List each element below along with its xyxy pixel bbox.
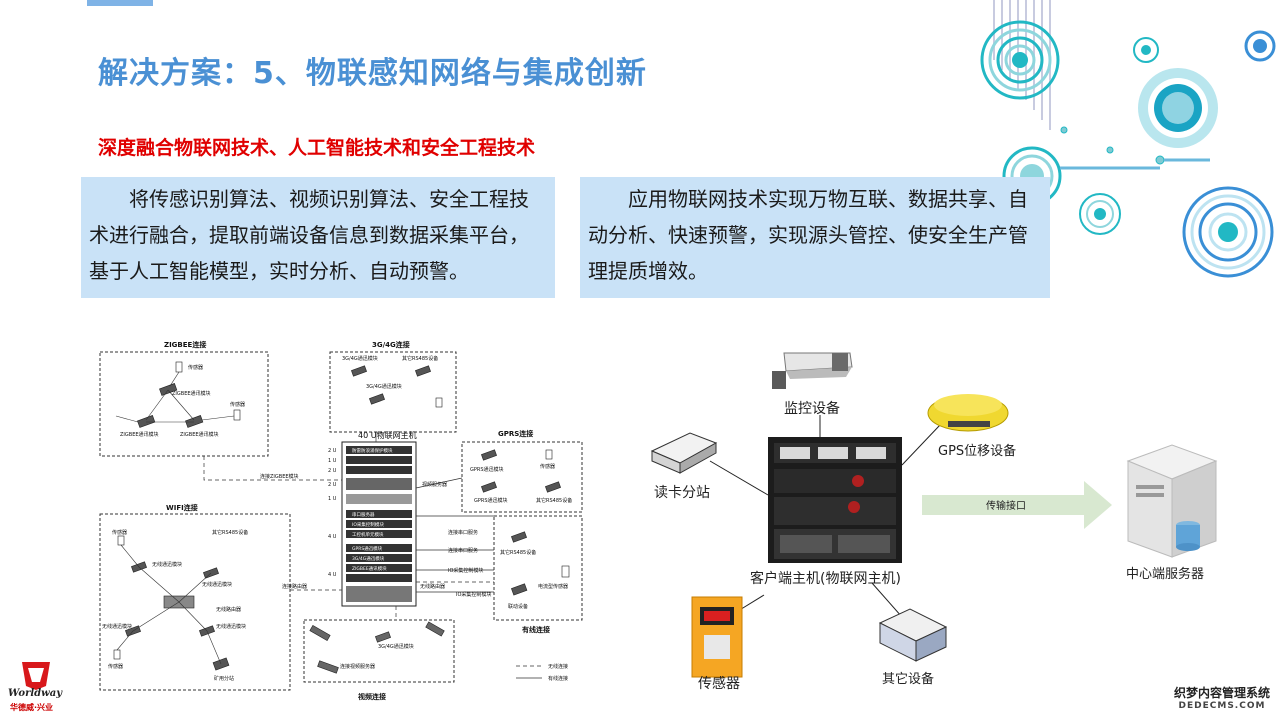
wifi-sensor-label-b: 传感器 [108, 663, 123, 670]
g34-module-label: 3G/4G通迅模块 [342, 355, 378, 362]
gprs-sensor-label: 传感器 [540, 463, 555, 470]
other-device-icon [878, 608, 948, 662]
wired-linkage-label: 联动设备 [508, 603, 528, 610]
rack-item-3: IO采集控制模块 [352, 521, 384, 528]
text-box-left: 将传感识别算法、视频识别算法、安全工程技术进行融合，提取前端设备信息到数据采集平… [81, 177, 555, 298]
network-topology-diagram: ZIGBEE连接 WIFI连接 3G/4G连接 GPRS连接 有线连接 视频连接… [99, 340, 583, 701]
server-label: 中心端服务器 [1126, 566, 1204, 582]
link-serial-label-a: 连接串口服务 [448, 529, 478, 536]
sensor-icon [691, 596, 743, 678]
card-reader-icon [650, 432, 718, 474]
wired-other-label: 其它RS485设备 [500, 549, 536, 556]
link-io-label-b: IO采集控制模块 [456, 591, 491, 598]
link-serial-label-b: 连接串口服务 [448, 547, 478, 554]
client-host-rack [768, 437, 902, 563]
wifi-group-label: WIFI连接 [166, 503, 198, 512]
transfer-arrow [922, 481, 1112, 529]
gprs-other-label: 其它RS485设备 [536, 497, 572, 504]
unit-label-3: 2 U [328, 468, 337, 474]
g34-other-label: 其它RS485设备 [402, 355, 438, 362]
gps-device-icon [927, 394, 1009, 432]
watermark-line1: 织梦内容管理系统 [1173, 686, 1270, 700]
gps-label: GPS位移设备 [938, 443, 1016, 459]
page-title: 解决方案：5、物联感知网络与集成创新 [98, 56, 647, 91]
transfer-label: 传输接口 [986, 499, 1026, 512]
rack-item-6: 3G/4G通迅模块 [352, 555, 385, 562]
gprs-module-label-b: GPRS通迅模块 [474, 497, 508, 504]
wired-group-label: 有线连接 [522, 625, 550, 634]
g34-module-label-b: 3G/4G通迅模块 [366, 383, 402, 390]
host-label: 40 U物联网主机 [358, 430, 417, 440]
rack-item-5: GPRS通迅模块 [352, 545, 383, 552]
link-router-label: 无线路由器 [420, 583, 445, 590]
wired-current-label: 电流型传感器 [538, 583, 568, 590]
other-device-label: 其它设备 [882, 671, 934, 687]
video-server2-label: 连接视频服务器 [340, 663, 375, 670]
zigbee-sensor-label-b: 传感器 [230, 401, 245, 408]
wifi-module-label-a: 无线通迅模块 [152, 561, 182, 568]
wifi-module-label-b: 无线通迅模块 [202, 581, 232, 588]
unit-label-7: 4 U [328, 572, 337, 578]
zigbee-module-label-c: ZIGBEE通讯模块 [180, 431, 219, 438]
watermark: 织梦内容管理系统 DEDECMS.COM [1168, 684, 1276, 716]
video-server-label: 视频服务器 [422, 481, 447, 488]
link-zigbee-label: 连接ZIGBEE模块 [260, 473, 299, 480]
wifi-module-label-d: 无线通迅模块 [216, 623, 246, 630]
card-reader-label: 读卡分站 [654, 484, 710, 501]
unit-label-6: 4 U [328, 534, 337, 540]
legend-wireless: 无线连接 [548, 663, 568, 670]
system-architecture-diagram: 监控设备 GPS位移设备 读卡分站 客户端主机(物联网主机) 传输接口 [650, 352, 1218, 692]
logo-text-cn: 华德威·兴业 [10, 703, 54, 712]
wifi-module-label-c: 无线通迅模块 [102, 623, 132, 630]
zigbee-group-label: ZIGBEE连接 [164, 340, 206, 349]
sensor-label: 传感器 [698, 675, 740, 692]
unit-label-1: 2 U [328, 448, 337, 454]
logo-text-en: Worldway [8, 688, 63, 699]
link-io-label-a: IO采集控制模块 [448, 567, 483, 574]
video-module-label: 3G/4G通迅模块 [378, 643, 414, 650]
rack-item-7: ZIGBEE通讯模块 [352, 565, 387, 572]
rack-item-1: 防雷防浪涌保护模块 [352, 447, 393, 454]
wifi-sensor-label: 传感器 [112, 529, 127, 536]
link-wifi-label: 连接路由器 [282, 583, 307, 590]
g34-group-label: 3G/4G连接 [372, 340, 410, 349]
zigbee-sensor-label: 传感器 [188, 364, 203, 371]
rack-item-4: 工控机单元模块 [352, 531, 384, 538]
text-box-right: 应用物联网技术实现万物互联、数据共享、自动分析、快速预警，实现源头管控、使安全生… [580, 177, 1050, 298]
legend-wired: 有线连接 [548, 675, 568, 682]
logo-emblem [22, 662, 50, 690]
gprs-module-label: GPRS通迅模块 [470, 466, 504, 473]
unit-label-5: 1 U [328, 496, 337, 502]
client-host-label: 客户端主机(物联网主机) [750, 570, 901, 587]
page-subtitle: 深度融合物联网技术、人工智能技术和安全工程技术 [98, 137, 536, 159]
unit-label-2: 1 U [328, 458, 337, 464]
wifi-reader-label: 矿用分站 [214, 675, 234, 682]
server-icon [1126, 444, 1218, 558]
zigbee-module-label-a: ZIGBEE通讯模块 [172, 390, 211, 397]
video-group-label: 视频连接 [358, 692, 386, 701]
company-logo: Worldway 华德威·兴业 [8, 660, 68, 716]
unit-label-4: 2 U [328, 482, 337, 488]
wifi-other-label: 其它RS485设备 [212, 529, 248, 536]
top-accent-bar [87, 0, 153, 6]
decorative-circles [980, 0, 1276, 278]
camera-icon [772, 352, 853, 389]
wifi-router-label: 无线路由器 [216, 606, 241, 613]
gprs-group-label: GPRS连接 [498, 429, 533, 438]
watermark-line2: DEDECMS.COM [1178, 701, 1266, 711]
zigbee-module-label-b: ZIGBEE通讯模块 [120, 431, 159, 438]
camera-label: 监控设备 [784, 400, 840, 417]
rack-item-2: 串口服务器 [352, 511, 375, 518]
